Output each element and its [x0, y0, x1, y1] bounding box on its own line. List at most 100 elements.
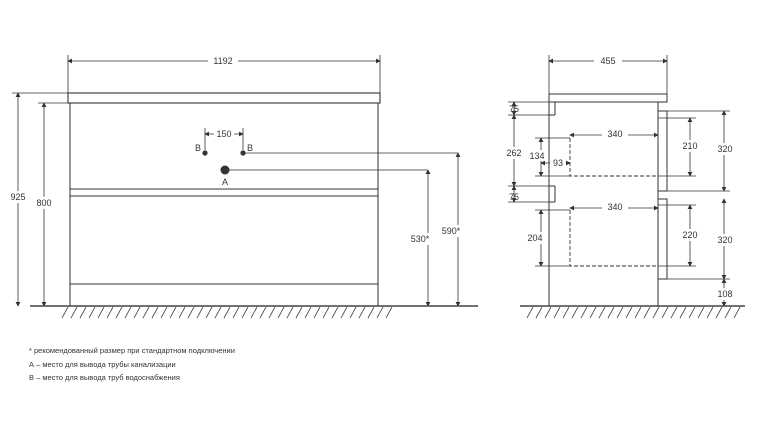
floor-hatch-line [268, 306, 276, 319]
drain-height-label: 530* [411, 234, 430, 244]
floor-hatch-line [661, 306, 669, 319]
floor-hatch-line [580, 306, 588, 319]
floor-hatch-line [670, 306, 678, 319]
floor-hatch-line [259, 306, 267, 319]
floor-hatch-line [598, 306, 606, 319]
side-upper-front [657, 110, 668, 192]
floor-hatch-line [187, 306, 195, 319]
floor-hatch-line [79, 306, 87, 319]
front-countertop [67, 92, 381, 104]
floor-hatch-line [634, 306, 642, 319]
drain-pipe-point [220, 165, 230, 175]
floor-hatch-line [61, 306, 69, 319]
side-top-gap-label: 75 [509, 104, 519, 114]
floor-hatch-line [358, 306, 366, 319]
side-depth-label: 455 [600, 56, 615, 66]
front-view [67, 92, 381, 307]
floor-hatch-line [652, 306, 660, 319]
floor-hatch-line [250, 306, 258, 319]
side-upper-section-label: 262 [506, 148, 521, 158]
floor-hatch-line [205, 306, 213, 319]
floor-hatch-line [88, 306, 96, 319]
floor-hatch-line [223, 306, 231, 319]
water-height-label: 590* [442, 226, 461, 236]
side-lower-front [657, 198, 668, 280]
floor-hatch-line [706, 306, 714, 319]
floor-hatch-line [241, 306, 249, 319]
floor-hatch-line [349, 306, 357, 319]
floor-hatch-line [313, 306, 321, 319]
front-floor [30, 305, 478, 319]
side-drawer-depth-dimensions [569, 132, 659, 211]
floor-hatch-line [124, 306, 132, 319]
floor-hatch-line [340, 306, 348, 319]
floor-hatch-line [526, 306, 534, 319]
floor-hatch-line [160, 306, 168, 319]
side-view [548, 93, 668, 307]
side-lower-section-label: 204 [527, 233, 542, 243]
side-inner-offset-label: 93 [553, 158, 563, 168]
lower-front-height-label: 320 [717, 235, 732, 245]
plinth-height-label: 108 [717, 289, 732, 299]
floor-hatch-line [553, 306, 561, 319]
floor-hatch-line [115, 306, 123, 319]
floor-hatch-line [385, 306, 393, 319]
floor-hatch-line [97, 306, 105, 319]
floor-hatch-line [277, 306, 285, 319]
floor-hatch-line [367, 306, 375, 319]
floor-hatch-line [196, 306, 204, 319]
floor-hatch-line [106, 306, 114, 319]
floor-hatch-line [331, 306, 339, 319]
floor-hatch-line [688, 306, 696, 319]
side-countertop [548, 93, 668, 103]
floor-hatch-line [625, 306, 633, 319]
floor-hatch-line [376, 306, 384, 319]
floor-hatch-line [142, 306, 150, 319]
floor-hatch-line [322, 306, 330, 319]
front-height-total-label: 925 [10, 192, 25, 202]
floor-hatch-line [733, 306, 741, 319]
side-middle-gap-label: 75 [509, 192, 519, 202]
floor-hatch-line [295, 306, 303, 319]
side-drawer-step-label: 134 [529, 151, 544, 161]
floor-hatch-line [151, 306, 159, 319]
floor-hatch-line [535, 306, 543, 319]
floor-hatch-line [178, 306, 186, 319]
floor-hatch-line [70, 306, 78, 319]
lower-drawer-depth-label: 340 [607, 202, 622, 212]
front-pipe-points [204, 128, 458, 171]
floor-hatch-line [616, 306, 624, 319]
upper-drawer-depth-label: 340 [607, 129, 622, 139]
side-floor [520, 305, 745, 319]
front-width-label: 1192 [213, 56, 232, 66]
floor-hatch-line [697, 306, 705, 319]
floor-hatch-line [232, 306, 240, 319]
note-water: В – место для вывода труб водоснабжения [29, 373, 180, 382]
front-height-body-label: 800 [36, 198, 51, 208]
floor-hatch-line [214, 306, 222, 319]
upper-drawer-height-label: 210 [682, 141, 697, 151]
note-drain: А – место для вывода трубы канализации [29, 360, 176, 369]
floor-hatch-line [571, 306, 579, 319]
floor-hatch-line [643, 306, 651, 319]
floor-hatch-line [679, 306, 687, 319]
note-recommended: * рекомендованный размер при стандартном… [29, 346, 235, 355]
floor-hatch-line [562, 306, 570, 319]
floor-hatch-line [304, 306, 312, 319]
water-pipe-label-right: B [247, 143, 253, 153]
lower-drawer-height-label: 220 [682, 230, 697, 240]
floor-hatch-line [286, 306, 294, 319]
floor-hatch-line [724, 306, 732, 319]
water-pipe-label-left: B [195, 143, 201, 153]
water-pipe-point-left [202, 150, 208, 156]
floor-hatch-line [169, 306, 177, 319]
floor-hatch-line [544, 306, 552, 319]
floor-hatch-line [133, 306, 141, 319]
floor-hatch-line [715, 306, 723, 319]
drain-pipe-label: A [222, 177, 228, 187]
water-pipe-point-right [240, 150, 246, 156]
floor-hatch-line [589, 306, 597, 319]
front-pipe-spacing-label: 150 [216, 129, 231, 139]
upper-front-height-label: 320 [717, 144, 732, 154]
